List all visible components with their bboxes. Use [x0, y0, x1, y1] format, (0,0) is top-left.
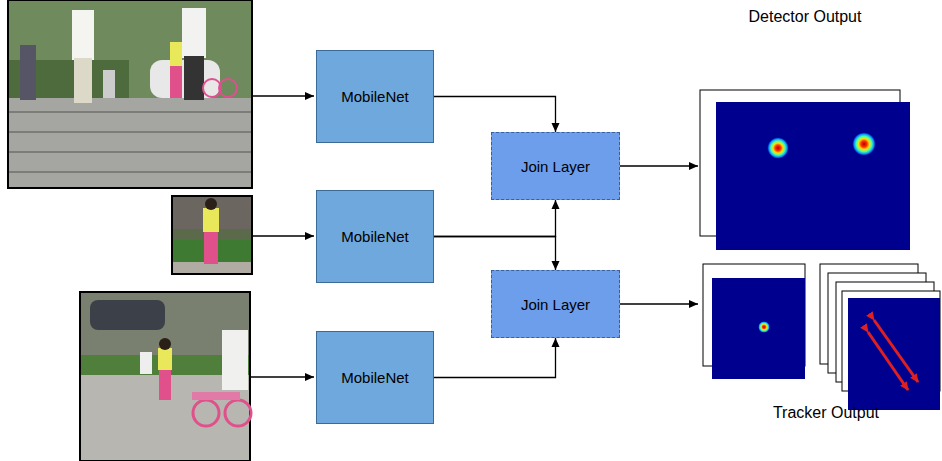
tracker-bbox-maps: [820, 264, 940, 410]
target-crop-photo: [172, 196, 252, 274]
join-layer-box: Join Layer: [491, 132, 620, 200]
mobilenet-box: MobileNet: [316, 331, 434, 424]
box-label: Join Layer: [521, 158, 590, 175]
box-label: MobileNet: [341, 369, 409, 386]
box-label: Join Layer: [521, 296, 590, 313]
tracker-heatmap: [703, 264, 805, 379]
connector: [434, 338, 556, 378]
detector-heatmap: [700, 90, 910, 250]
mobilenet-box: MobileNet: [316, 190, 434, 283]
connector: [434, 97, 556, 133]
input-frame-photo: [8, 0, 252, 188]
join-layer-box: Join Layer: [491, 270, 620, 338]
output-caption: Detector Output: [749, 8, 862, 26]
output-caption: Tracker Output: [773, 404, 879, 422]
mobilenet-box: MobileNet: [316, 50, 434, 143]
box-label: MobileNet: [341, 88, 409, 105]
connector: [434, 237, 556, 271]
search-region-photo: [80, 292, 251, 461]
box-label: MobileNet: [341, 228, 409, 245]
connector: [434, 200, 556, 237]
